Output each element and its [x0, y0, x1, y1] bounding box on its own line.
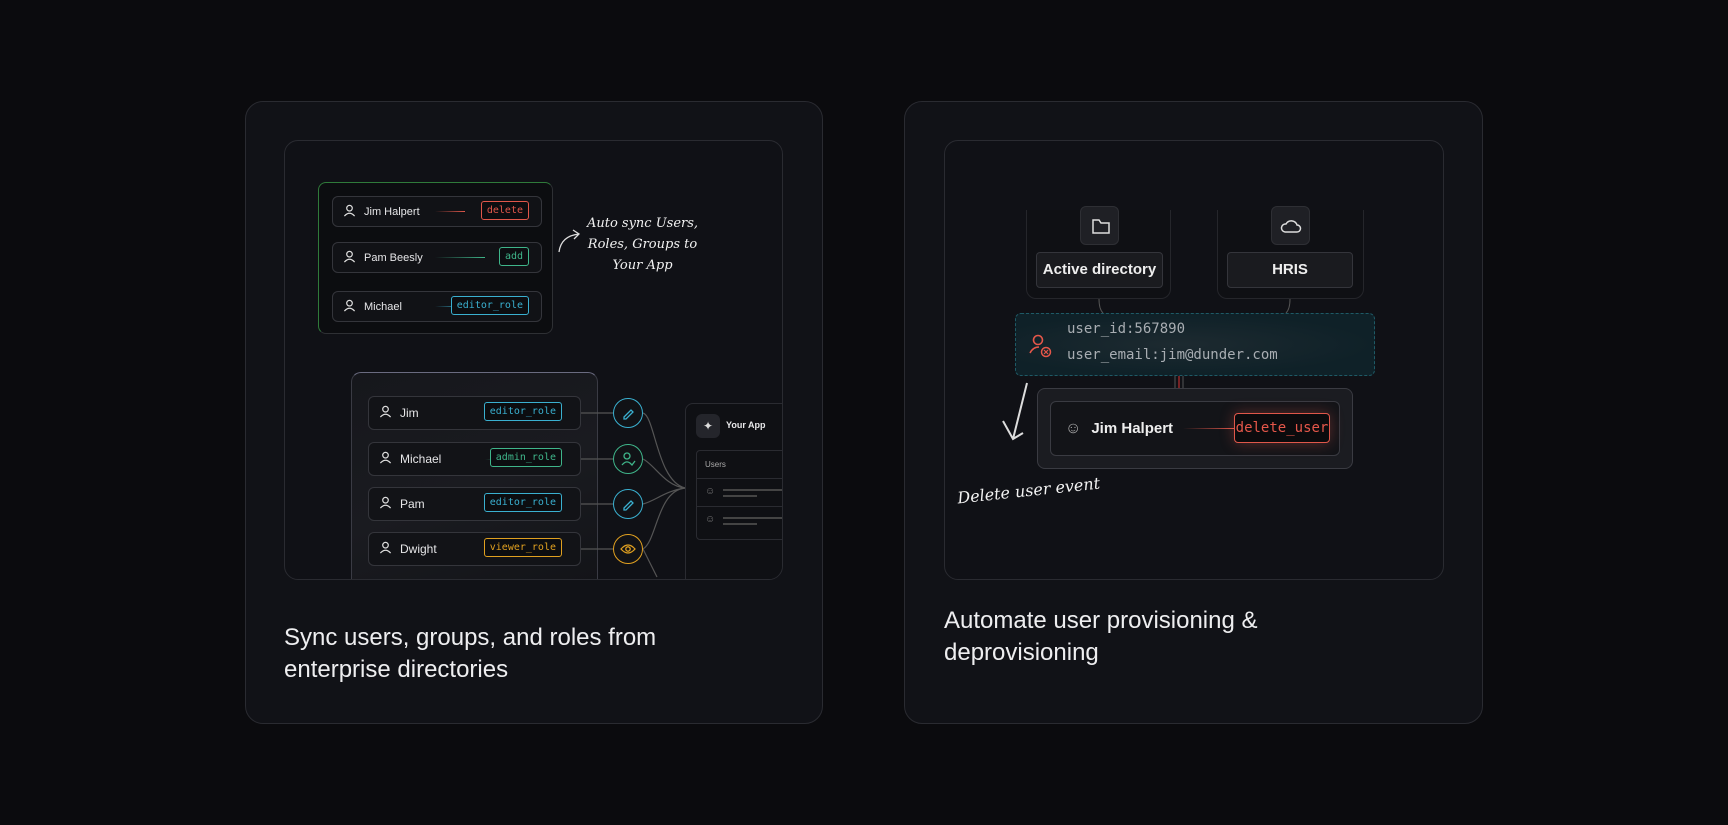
users-table: Users ☺ ☺ [696, 450, 782, 540]
change-badge: add [498, 247, 529, 266]
user-name: Pam Beesly [364, 251, 423, 264]
user-icon [379, 496, 392, 512]
delete-user-badge: delete_user [1234, 413, 1330, 443]
user-icon: ☺ [1065, 419, 1082, 437]
change-badge: editor_role [450, 296, 529, 315]
user-icon [379, 541, 392, 557]
user-name: Michael [364, 300, 402, 313]
user-list-item: ☺ [697, 507, 782, 535]
app-logo-icon: ✦ [696, 414, 720, 438]
hand-arrow-icon [1002, 382, 1028, 441]
sync-annotation: Auto sync Users, Roles, Groups to Your A… [586, 216, 699, 273]
role-badge: admin_role [489, 448, 562, 467]
user-name: Jim Halpert [1091, 420, 1174, 437]
user-name: Dwight [400, 542, 437, 556]
eye-icon [613, 534, 643, 564]
source-hris[interactable]: HRIS [1227, 252, 1353, 288]
pencil-icon [613, 398, 643, 428]
user-icon [343, 250, 356, 266]
provisioning-illustration: Active directory HRIS user_id:567890 use… [944, 140, 1444, 580]
user-check-icon [613, 444, 643, 474]
source-active-directory[interactable]: Active directory [1036, 252, 1163, 288]
users-header: Users [697, 451, 782, 479]
curved-arrow-icon [558, 229, 581, 253]
user-name: Michael [400, 452, 442, 466]
connector-line [435, 257, 485, 258]
role-badge: editor_role [483, 402, 562, 421]
user-icon [379, 405, 392, 421]
user-name: Pam [400, 497, 425, 511]
user-icon [343, 299, 356, 315]
user-name: Jim [400, 406, 419, 420]
change-badge: delete [480, 201, 529, 220]
user-name: Jim Halpert [364, 205, 420, 218]
role-badge: editor_role [483, 493, 562, 512]
source-connectors [1098, 298, 1291, 388]
user-list-item: ☺ [697, 479, 782, 507]
sync-caption: Sync users, groups, and roles from enter… [284, 624, 657, 683]
user-row: ☺ Jim Halpert [1050, 401, 1340, 456]
directory-row: Michael [368, 442, 581, 476]
user-remove-icon [1029, 334, 1052, 358]
user-icon [343, 204, 356, 220]
app-title: Your App [726, 420, 766, 430]
folder-icon [1080, 206, 1119, 245]
provisioning-caption: Automate user provisioning & deprovision… [944, 607, 1258, 666]
event-user-id: user_id:567890 [1067, 321, 1186, 337]
connector-line [435, 211, 465, 212]
connector-lines [581, 412, 686, 578]
connector-line [1183, 428, 1235, 429]
connector-line [435, 306, 465, 307]
user-event-box: user_id:567890 user_email:jim@dunder.com [1015, 313, 1375, 376]
your-app-panel: ✦ Your App Users ☺ ☺ [685, 403, 782, 579]
cloud-icon [1271, 206, 1310, 245]
user-icon [379, 451, 392, 467]
event-user-email: user_email:jim@dunder.com [1067, 347, 1278, 363]
pencil-icon [613, 489, 643, 519]
sync-illustration: Jim Halpert delete Pam Beesly add Michae… [284, 140, 783, 580]
role-badge: viewer_role [483, 538, 562, 557]
